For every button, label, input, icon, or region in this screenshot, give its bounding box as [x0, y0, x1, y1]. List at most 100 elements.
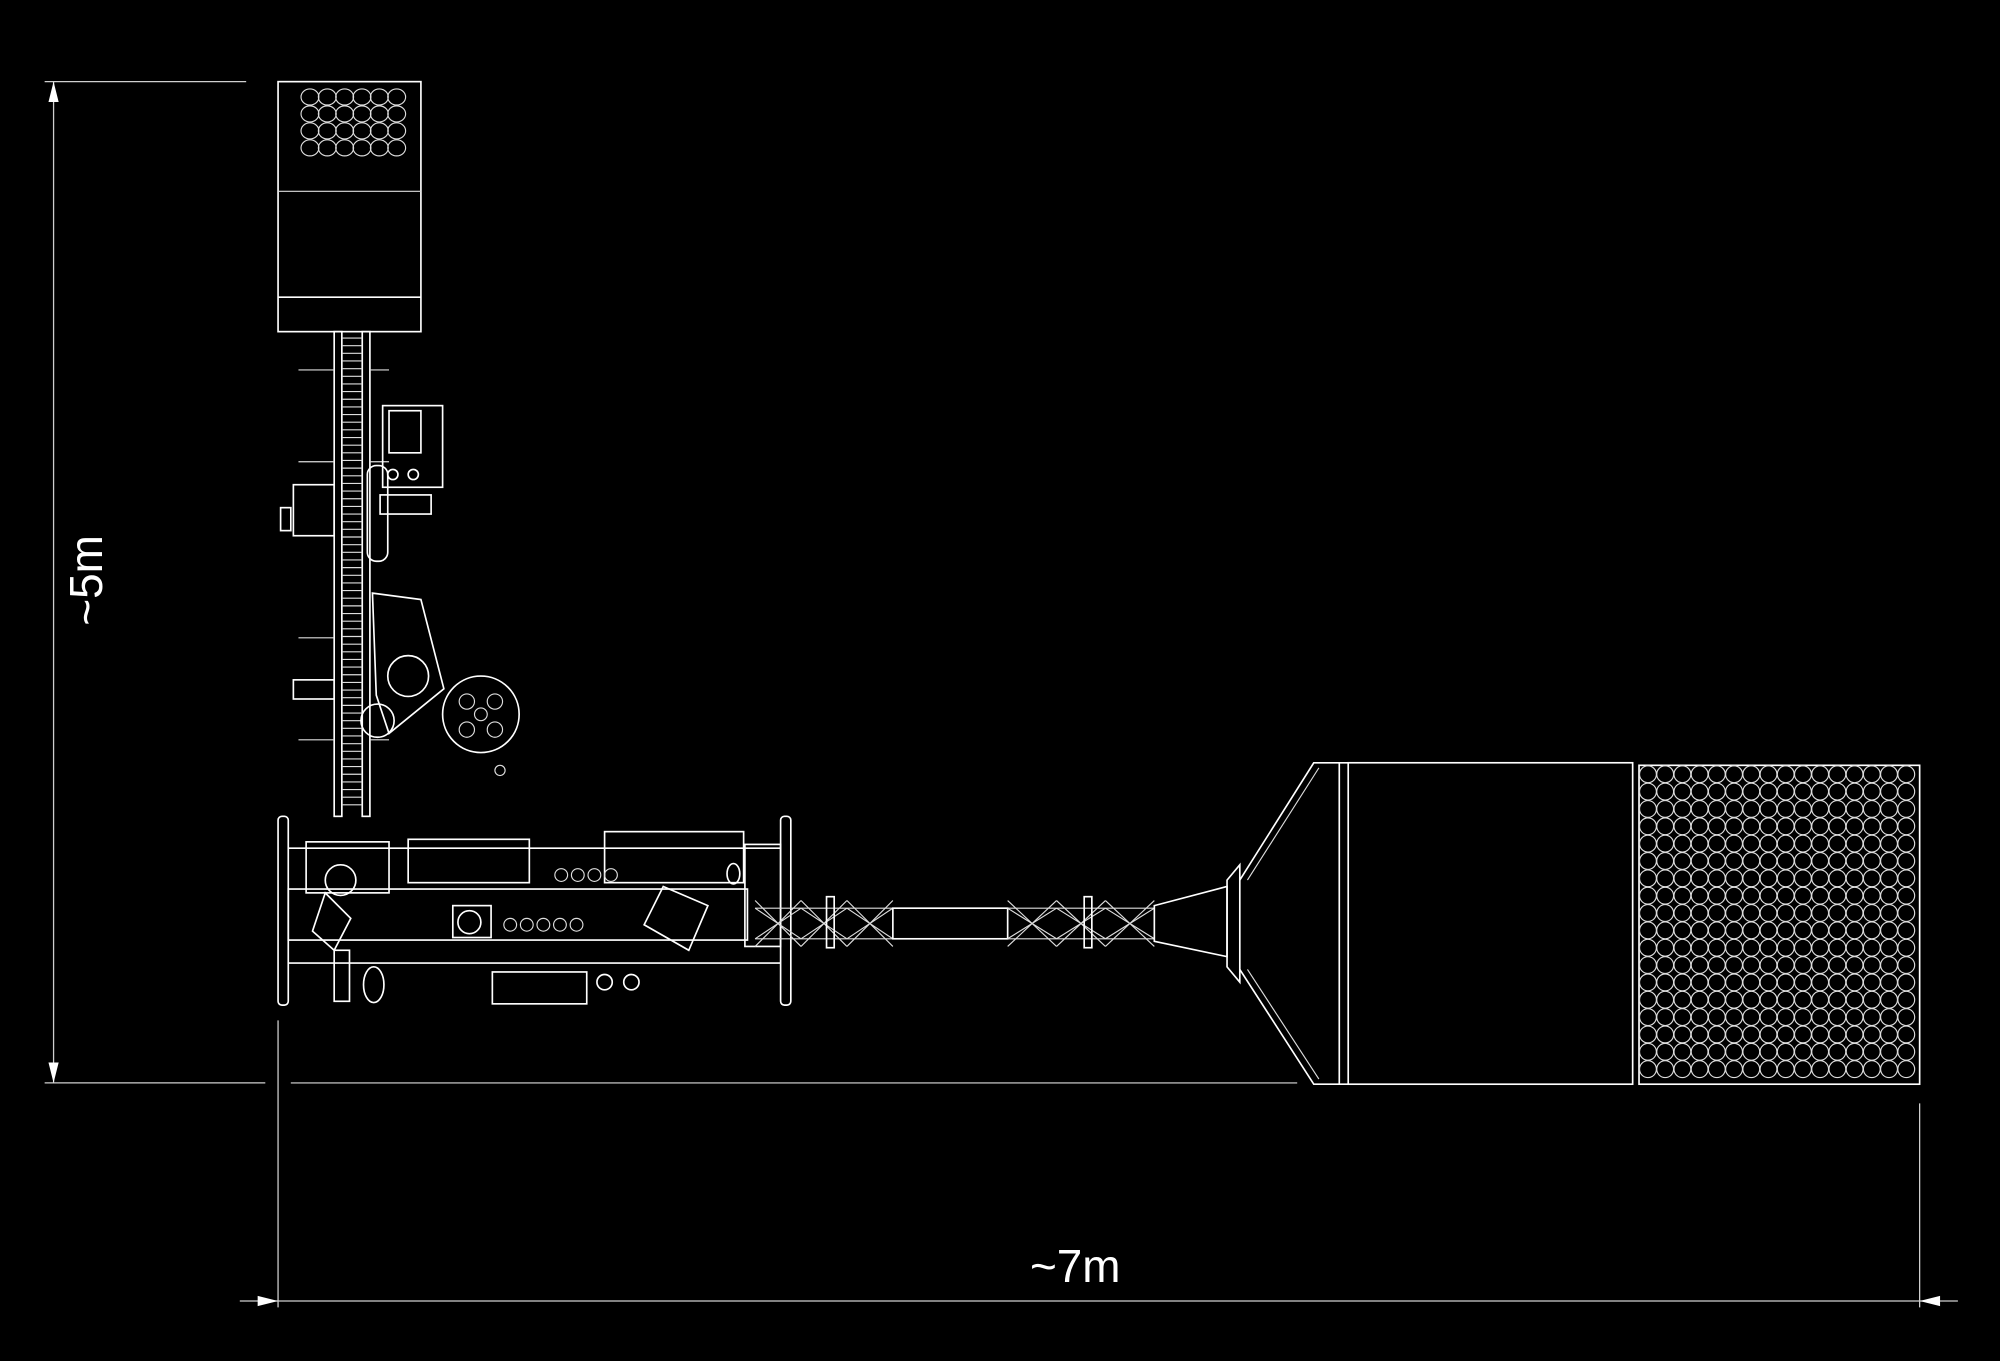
bottle — [1828, 1060, 1847, 1079]
bottle — [1828, 956, 1847, 975]
label-reel — [441, 675, 520, 754]
bottle — [1690, 973, 1709, 992]
bottle — [1880, 956, 1899, 975]
bottle — [1656, 886, 1675, 905]
bottle — [1776, 851, 1795, 870]
bottle — [1725, 886, 1744, 905]
bottle — [1880, 817, 1899, 836]
bottle — [1793, 956, 1812, 975]
bottle — [1845, 938, 1864, 957]
bottle — [1897, 765, 1916, 784]
bottle — [1725, 817, 1744, 836]
bottle — [1845, 799, 1864, 818]
bottle — [1656, 869, 1675, 888]
bottle — [1725, 990, 1744, 1009]
bottle — [1656, 765, 1675, 784]
bottle — [1656, 799, 1675, 818]
bottle — [1793, 834, 1812, 853]
bottle — [1725, 799, 1744, 818]
bottle — [1828, 799, 1847, 818]
bottle — [1811, 869, 1830, 888]
touch-screen — [388, 409, 422, 454]
bottle — [1707, 869, 1726, 888]
bottle — [300, 139, 320, 157]
bottle — [1793, 990, 1812, 1009]
bottle — [1759, 938, 1778, 957]
bottle — [1690, 1060, 1709, 1079]
bottle — [1793, 1008, 1812, 1027]
bottle — [387, 122, 407, 140]
bottle — [1656, 921, 1675, 940]
bottle — [1707, 851, 1726, 870]
bottle — [1707, 782, 1726, 801]
bottle — [1638, 782, 1657, 801]
bottle — [1845, 886, 1864, 905]
bottle — [1742, 921, 1761, 940]
bottle — [1742, 938, 1761, 957]
bottle — [1862, 869, 1881, 888]
bottle — [1845, 956, 1864, 975]
bottle — [1880, 1025, 1899, 1044]
bottle — [1725, 1025, 1744, 1044]
vertical-conveyor — [298, 330, 390, 818]
bottle — [1673, 869, 1692, 888]
bottle — [1707, 1008, 1726, 1027]
bottle — [1862, 1060, 1881, 1079]
bottle — [1725, 834, 1744, 853]
bottle — [1759, 799, 1778, 818]
bottle — [1880, 990, 1899, 1009]
bottle — [1845, 973, 1864, 992]
bottle — [1776, 973, 1795, 992]
height-dimension: ~5m — [44, 81, 266, 1084]
bottle — [1742, 973, 1761, 992]
bottle — [1759, 886, 1778, 905]
bottle — [1880, 851, 1899, 870]
bottle — [1828, 1025, 1847, 1044]
bottle — [335, 105, 355, 123]
bottle — [1897, 973, 1916, 992]
bottle — [1828, 834, 1847, 853]
bottle — [1811, 765, 1830, 784]
bottle — [1707, 765, 1726, 784]
bottle — [1673, 817, 1692, 836]
bottle — [1811, 817, 1830, 836]
accumulation-table — [1239, 761, 1921, 1086]
bottle — [1638, 1042, 1657, 1061]
bottle — [1638, 973, 1657, 992]
bottle — [1673, 886, 1692, 905]
width-dimension: ~7m — [239, 1020, 1958, 1308]
bottle — [1673, 782, 1692, 801]
bottle — [1793, 765, 1812, 784]
bottle — [1828, 904, 1847, 923]
bottle — [1656, 851, 1675, 870]
bottle — [1707, 921, 1726, 940]
bottle — [1862, 938, 1881, 957]
bottle — [1742, 782, 1761, 801]
infeed-table — [277, 80, 422, 333]
bottle — [1811, 1060, 1830, 1079]
bottle — [335, 122, 355, 140]
bottle — [1690, 1042, 1709, 1061]
bottle — [1793, 817, 1812, 836]
bottle — [1897, 938, 1916, 957]
arrow-left-icon — [1919, 1295, 1941, 1307]
bottle — [1690, 851, 1709, 870]
bottle — [1862, 1025, 1881, 1044]
main-machine — [277, 815, 792, 1006]
bottle — [1862, 904, 1881, 923]
bottle — [1690, 904, 1709, 923]
bottle — [1880, 799, 1899, 818]
bottle — [1656, 1025, 1675, 1044]
bottle — [1828, 1042, 1847, 1061]
bottle — [1742, 1042, 1761, 1061]
bottle — [1707, 1025, 1726, 1044]
funnel — [1153, 885, 1228, 958]
bottle — [1862, 817, 1881, 836]
bottle — [1776, 886, 1795, 905]
bottle — [1811, 834, 1830, 853]
bottle — [1811, 921, 1830, 940]
bottle — [1776, 1042, 1795, 1061]
bottle — [1725, 904, 1744, 923]
bottle — [1690, 782, 1709, 801]
